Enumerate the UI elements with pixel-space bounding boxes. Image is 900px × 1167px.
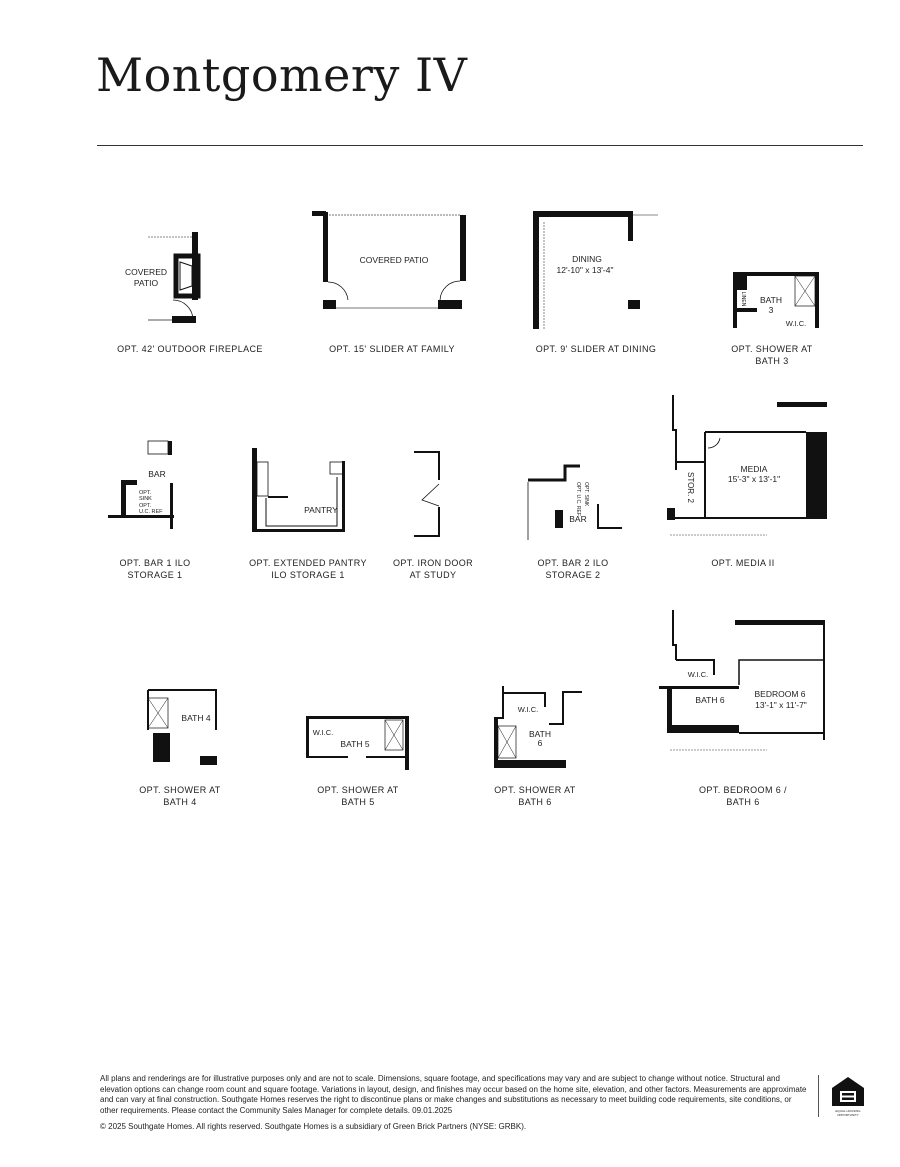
copyright-text: © 2025 Southgate Homes. All rights reser… [100, 1122, 527, 1131]
caption-line: OPT. SHOWER AT [731, 344, 813, 354]
option-caption: OPT. SHOWER AT BATH 3 [672, 343, 872, 367]
room-label: COVERED PATIO [360, 255, 429, 265]
caption-line: OPT. BEDROOM 6 / [699, 785, 787, 795]
room-label: BAR [148, 469, 165, 479]
fixture-label: U.C. REF [139, 509, 163, 515]
option-caption: OPT. MEDIA II [643, 557, 843, 569]
fixture-label: OPT. U.C. REF [575, 482, 581, 516]
option-caption: OPT. EXTENDED PANTRY ILO STORAGE 1 [208, 557, 408, 581]
room-label: W.I.C. [313, 728, 333, 737]
caption-line: BATH 6 [726, 797, 760, 807]
room-label: W.I.C. [688, 670, 708, 679]
caption-line: OPT. 42' OUTDOOR FIREPLACE [117, 344, 263, 354]
plan-media-ii: MEDIA 15'-3" x 13'-1" STOR. 2 [667, 395, 827, 536]
option-caption: OPT. BAR 2 ILO STORAGE 2 [473, 557, 673, 581]
footer-divider [818, 1075, 819, 1117]
room-label: BATH 6 [695, 695, 724, 705]
caption-line: OPT. BAR 1 ILO [119, 558, 191, 568]
room-label: STOR. 2 [686, 472, 695, 504]
room-label: PATIO [134, 278, 159, 288]
plan-extended-pantry: PANTRY [252, 448, 345, 532]
room-label: BATH [529, 729, 551, 739]
room-label: BATH 5 [340, 739, 369, 749]
fixture-label: OPT. SINK [583, 482, 589, 507]
caption-line: OPT. MEDIA II [711, 558, 775, 568]
room-label: W.I.C. [786, 319, 806, 328]
room-label: 3 [769, 305, 774, 315]
option-caption: OPT. SHOWER AT BATH 5 [258, 784, 458, 808]
caption-line: OPT. SHOWER AT [494, 785, 576, 795]
caption-line: BATH 5 [341, 797, 375, 807]
caption-line: OPT. 9' SLIDER AT DINING [535, 344, 657, 354]
plan-slider-dining: DINING 12'-10" x 13'-4" [533, 211, 658, 330]
option-caption: OPT. SHOWER AT BATH 4 [80, 784, 280, 808]
caption-line: BATH 3 [755, 356, 789, 366]
caption-line: STORAGE 2 [545, 570, 601, 580]
room-label: BAR [569, 514, 586, 524]
fixture-label: OPT. [139, 503, 152, 509]
room-label: COVERED [125, 267, 167, 277]
caption-line: OPT. EXTENDED PANTRY [249, 558, 367, 568]
plan-shower-bath5: W.I.C. BATH 5 [306, 716, 409, 770]
room-dimensions: 15'-3" x 13'-1" [728, 474, 780, 484]
caption-line: OPT. SHOWER AT [139, 785, 221, 795]
option-caption: OPT. IRON DOOR AT STUDY [333, 557, 533, 581]
title-divider [97, 145, 863, 146]
option-caption: OPT. 15' SLIDER AT FAMILY [292, 343, 492, 355]
caption-line: OPT. SHOWER AT [317, 785, 399, 795]
option-caption: OPT. BEDROOM 6 / BATH 6 [643, 784, 843, 808]
plan-bedroom6-bath6: W.I.C. BATH 6 BEDROOM 6 13'-1" x 11'-7" [659, 610, 825, 751]
room-label: BATH 4 [181, 713, 210, 723]
caption-line: AT STUDY [409, 570, 457, 580]
caption-line: OPT. BAR 2 ILO [537, 558, 609, 568]
room-label: BATH [760, 295, 782, 305]
fixture-label: OPT. [139, 490, 152, 496]
equal-housing-logo-icon: EQUAL HOUSING OPPORTUNITY [832, 1077, 864, 1117]
fixture-label: SINK [139, 496, 152, 502]
plan-shower-bath6: W.I.C. BATH 6 [494, 686, 582, 768]
room-label: 6 [538, 738, 543, 748]
plan-outdoor-fireplace: COVERED PATIO [125, 232, 201, 323]
floor-plan-options: COVERED PATIO COVERED PATIO DINING 12'-1… [108, 211, 827, 770]
plan-bar-2: BAR OPT. SINK OPT. U.C. REF [527, 464, 622, 540]
plan-shower-bath3: BATH 3 W.I.C. LINEN [733, 272, 819, 328]
caption-line: OPT. 15' SLIDER AT FAMILY [329, 344, 455, 354]
room-label: LINEN [740, 292, 746, 307]
room-label: PANTRY [304, 505, 338, 515]
page-title: Montgomery IV [96, 48, 468, 102]
caption-line: BATH 4 [163, 797, 197, 807]
caption-line: BATH 6 [518, 797, 552, 807]
room-dimensions: 12'-10" x 13'-4" [556, 265, 613, 275]
svg-text:EQUAL HOUSING: EQUAL HOUSING [836, 1109, 862, 1113]
room-label: MEDIA [741, 464, 768, 474]
svg-text:OPPORTUNITY: OPPORTUNITY [837, 1113, 859, 1117]
plan-shower-bath4: BATH 4 [147, 689, 217, 765]
caption-line: OPT. IRON DOOR [392, 558, 474, 568]
option-caption: OPT. BAR 1 ILO STORAGE 1 [55, 557, 255, 581]
plan-iron-door [414, 451, 440, 537]
room-label: BEDROOM 6 [754, 689, 805, 699]
option-caption: OPT. SHOWER AT BATH 6 [435, 784, 635, 808]
caption-line: ILO STORAGE 1 [271, 570, 345, 580]
option-caption: OPT. 42' OUTDOOR FIREPLACE [90, 343, 290, 355]
room-label: W.I.C. [518, 705, 538, 714]
caption-line: STORAGE 1 [127, 570, 183, 580]
plan-slider-family: COVERED PATIO [312, 211, 466, 309]
room-label: DINING [572, 254, 602, 264]
plan-bar-1: BAR OPT. SINK OPT. U.C. REF [108, 440, 174, 529]
disclaimer-text: All plans and renderings are for illustr… [100, 1074, 807, 1115]
option-caption: OPT. 9' SLIDER AT DINING [496, 343, 696, 355]
room-dimensions: 13'-1" x 11'-7" [755, 700, 807, 710]
